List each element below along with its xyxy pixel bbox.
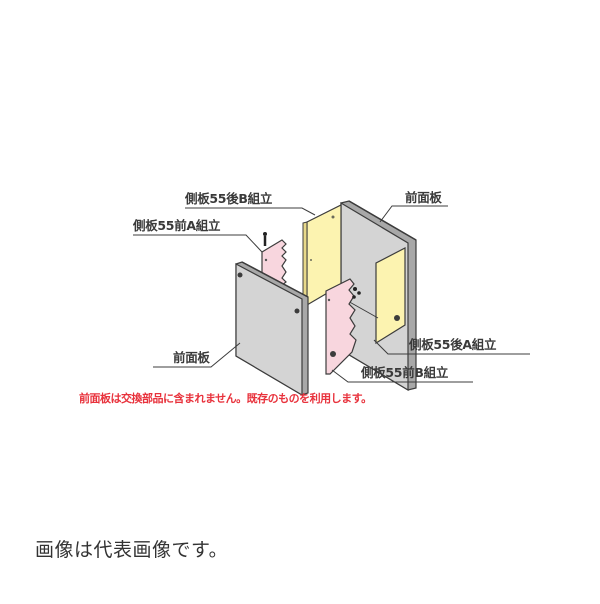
- label-side-panel-55-rear-b: 側板55後B組立: [185, 191, 273, 206]
- side-panel-55-rear-a-drawing: [345, 247, 406, 345]
- replacement-parts-note: 前面板は交換部品に含まれません。既存のものを利用します。: [79, 392, 372, 405]
- label-front-panel-left: 前面板: [173, 350, 210, 365]
- label-side-panel-55-rear-a: 側板55後A組立: [409, 337, 497, 352]
- leader-lines: [133, 205, 530, 383]
- label-side-panel-55-front-b: 側板55前B組立: [361, 365, 449, 380]
- representative-image-caption: 画像は代表画像です。: [35, 539, 229, 561]
- label-front-panel-right: 前面板: [405, 190, 442, 205]
- side-panel-55-front-b-drawing: [325, 278, 361, 375]
- label-side-panel-55-front-a: 側板55前A組立: [133, 218, 221, 233]
- front-panel-left-drawing: [235, 261, 309, 397]
